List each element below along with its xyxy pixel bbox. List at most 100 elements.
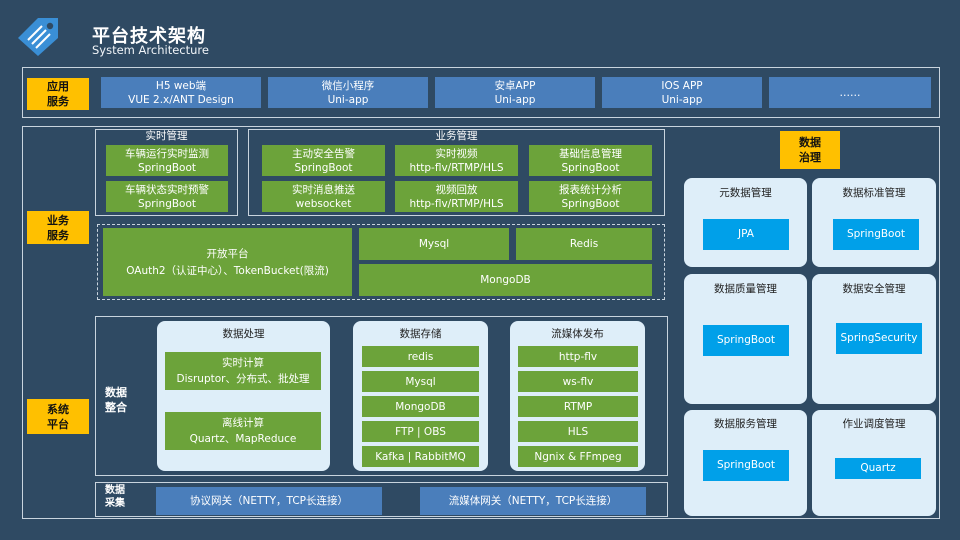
card-tech: SpringBoot [833, 219, 919, 250]
page-subtitle: System Architecture [92, 43, 209, 57]
card-tech: SpringBoot [703, 450, 789, 481]
streaming-gateway-box: 流媒体网关（NETTY，TCP长连接） [420, 487, 646, 515]
card-tech: Quartz [835, 458, 921, 479]
box-line2: http-flv/RTMP/HLS [409, 197, 504, 210]
box-label: redis [407, 350, 434, 363]
live-video-box: 实时视频 http-flv/RTMP/HLS [395, 145, 518, 176]
card-title: 元数据管理 [719, 186, 772, 199]
app-android-box: 安卓APP Uni-app [435, 77, 595, 108]
realtime-group-title: 实时管理 [145, 129, 188, 142]
box-line2: SpringBoot [294, 161, 353, 174]
redis-box: Redis [516, 228, 652, 260]
card-tech-label: SpringBoot [716, 334, 776, 346]
box-line2: OAuth2（认证中心）、TokenBucket(限流) [126, 264, 329, 277]
app-item-line1: H5 web端 [155, 79, 207, 92]
storage-ftp-obs-box: FTP | OBS [362, 421, 479, 442]
biz-mgmt-group [248, 129, 665, 216]
integration-label: 数据 整合 [105, 386, 127, 414]
card-title: 数据安全管理 [842, 282, 906, 295]
governance-label: 数据 治理 [780, 131, 840, 169]
stream-nginx-box: Ngnix & FFmpeg [518, 446, 638, 467]
app-more-box: …… [769, 77, 931, 108]
box-line2: SpringBoot [137, 197, 197, 210]
page-title: 平台技术架构 [92, 26, 206, 47]
box-label: 流媒体网关（NETTY，TCP长连接） [448, 495, 618, 507]
box-line2: SpringBoot [137, 161, 197, 174]
card-tech-label: SpringSecurity [840, 332, 918, 344]
box-label: Ngnix & FFmpeg [534, 450, 622, 463]
box-line1: 车辆状态实时预警 [125, 183, 209, 196]
card-tech: JPA [703, 219, 789, 250]
app-item-line2: Uni-app [494, 93, 536, 106]
report-stats-box: 报表统计分析 SpringBoot [529, 181, 652, 212]
box-line2: SpringBoot [561, 161, 620, 174]
card-tech-label: Quartz [860, 462, 896, 474]
storage-kafka-box: Kafka | RabbitMQ [362, 446, 479, 467]
open-platform-group [97, 224, 665, 300]
box-line1: 开放平台 [206, 247, 249, 260]
stream-wsflv-box: ws-flv [518, 371, 638, 392]
app-item-line1: …… [839, 86, 861, 99]
system-label-text: 系统 平台 [47, 402, 69, 431]
open-platform-box: 开放平台 OAuth2（认证中心）、TokenBucket(限流) [103, 228, 352, 296]
app-item-line2: VUE 2.x/ANT Design [128, 93, 234, 106]
stream-httpflv-box: http-flv [518, 346, 638, 367]
app-ios-box: IOS APP Uni-app [602, 77, 762, 108]
system-label: 系统 平台 [27, 399, 89, 434]
video-playback-box: 视频回放 http-flv/RTMP/HLS [395, 181, 518, 212]
realtime-compute-box: 实时计算 Disruptor、分布式、批处理 [165, 352, 321, 390]
box-line2: SpringBoot [561, 197, 620, 210]
box-line1: 车辆运行实时监测 [125, 147, 209, 160]
offline-compute-box: 离线计算 Quartz、MapReduce [165, 412, 321, 450]
price-tag-icon [18, 18, 58, 56]
box-line1: 实时视频 [435, 147, 478, 160]
governance-label-text: 数据 治理 [799, 136, 821, 164]
app-item-line2: Uni-app [661, 93, 703, 106]
box-line2: http-flv/RTMP/HLS [409, 161, 504, 174]
mongodb-box: MongoDB [359, 264, 652, 296]
card-tech: SpringSecurity [836, 323, 922, 354]
card-title: 数据标准管理 [842, 186, 906, 199]
box-line1: 报表统计分析 [559, 183, 622, 196]
box-line1: 离线计算 [222, 417, 264, 429]
stream-rtmp-box: RTMP [518, 396, 638, 417]
processing-title: 数据处理 [222, 327, 265, 340]
message-push-box: 实时消息推送 websocket [262, 181, 385, 212]
realtime-monitor-box: 车辆运行实时监测 SpringBoot [106, 145, 228, 176]
app-wechat-box: 微信小程序 Uni-app [268, 77, 428, 108]
box-line1: 基础信息管理 [559, 147, 622, 160]
card-tech-label: JPA [738, 228, 754, 240]
app-item-line1: 微信小程序 [321, 79, 375, 92]
box-label: ws-flv [562, 375, 594, 388]
collection-frame [95, 482, 668, 517]
box-line1: 实时计算 [222, 357, 264, 369]
card-tech-label: SpringBoot [846, 228, 906, 240]
stream-hls-box: HLS [518, 421, 638, 442]
box-line2: Disruptor、分布式、批处理 [176, 373, 310, 385]
biz-mgmt-group-title: 业务管理 [435, 129, 478, 142]
box-label: Redis [569, 238, 599, 250]
business-label: 业务 服务 [27, 211, 89, 244]
box-label: http-flv [558, 350, 598, 363]
storage-mongodb-box: MongoDB [362, 396, 479, 417]
business-label-text: 业务 服务 [47, 213, 69, 242]
box-line1: 视频回放 [435, 183, 478, 196]
app-item-line1: IOS APP [661, 79, 703, 92]
streaming-title: 流媒体发布 [551, 327, 604, 340]
app-layer-label-text: 应用 服务 [47, 80, 69, 108]
active-safety-box: 主动安全告警 SpringBoot [262, 145, 385, 176]
main-frame [22, 126, 940, 519]
basic-info-box: 基础信息管理 SpringBoot [529, 145, 652, 176]
protocol-gateway-box: 协议网关（NETTY，TCP长连接） [156, 487, 382, 515]
box-line1: 实时消息推送 [292, 183, 355, 196]
storage-title: 数据存储 [399, 327, 442, 340]
box-label: Mysql [418, 238, 450, 250]
box-label: MongoDB [480, 274, 531, 286]
app-item-line1: 安卓APP [494, 79, 536, 92]
box-label: MongoDB [395, 400, 446, 413]
storage-redis-box: redis [362, 346, 479, 367]
card-title: 数据服务管理 [714, 417, 777, 430]
app-layer-frame [22, 67, 940, 118]
card-tech-label: SpringBoot [716, 459, 776, 471]
box-label: FTP | OBS [395, 425, 446, 438]
